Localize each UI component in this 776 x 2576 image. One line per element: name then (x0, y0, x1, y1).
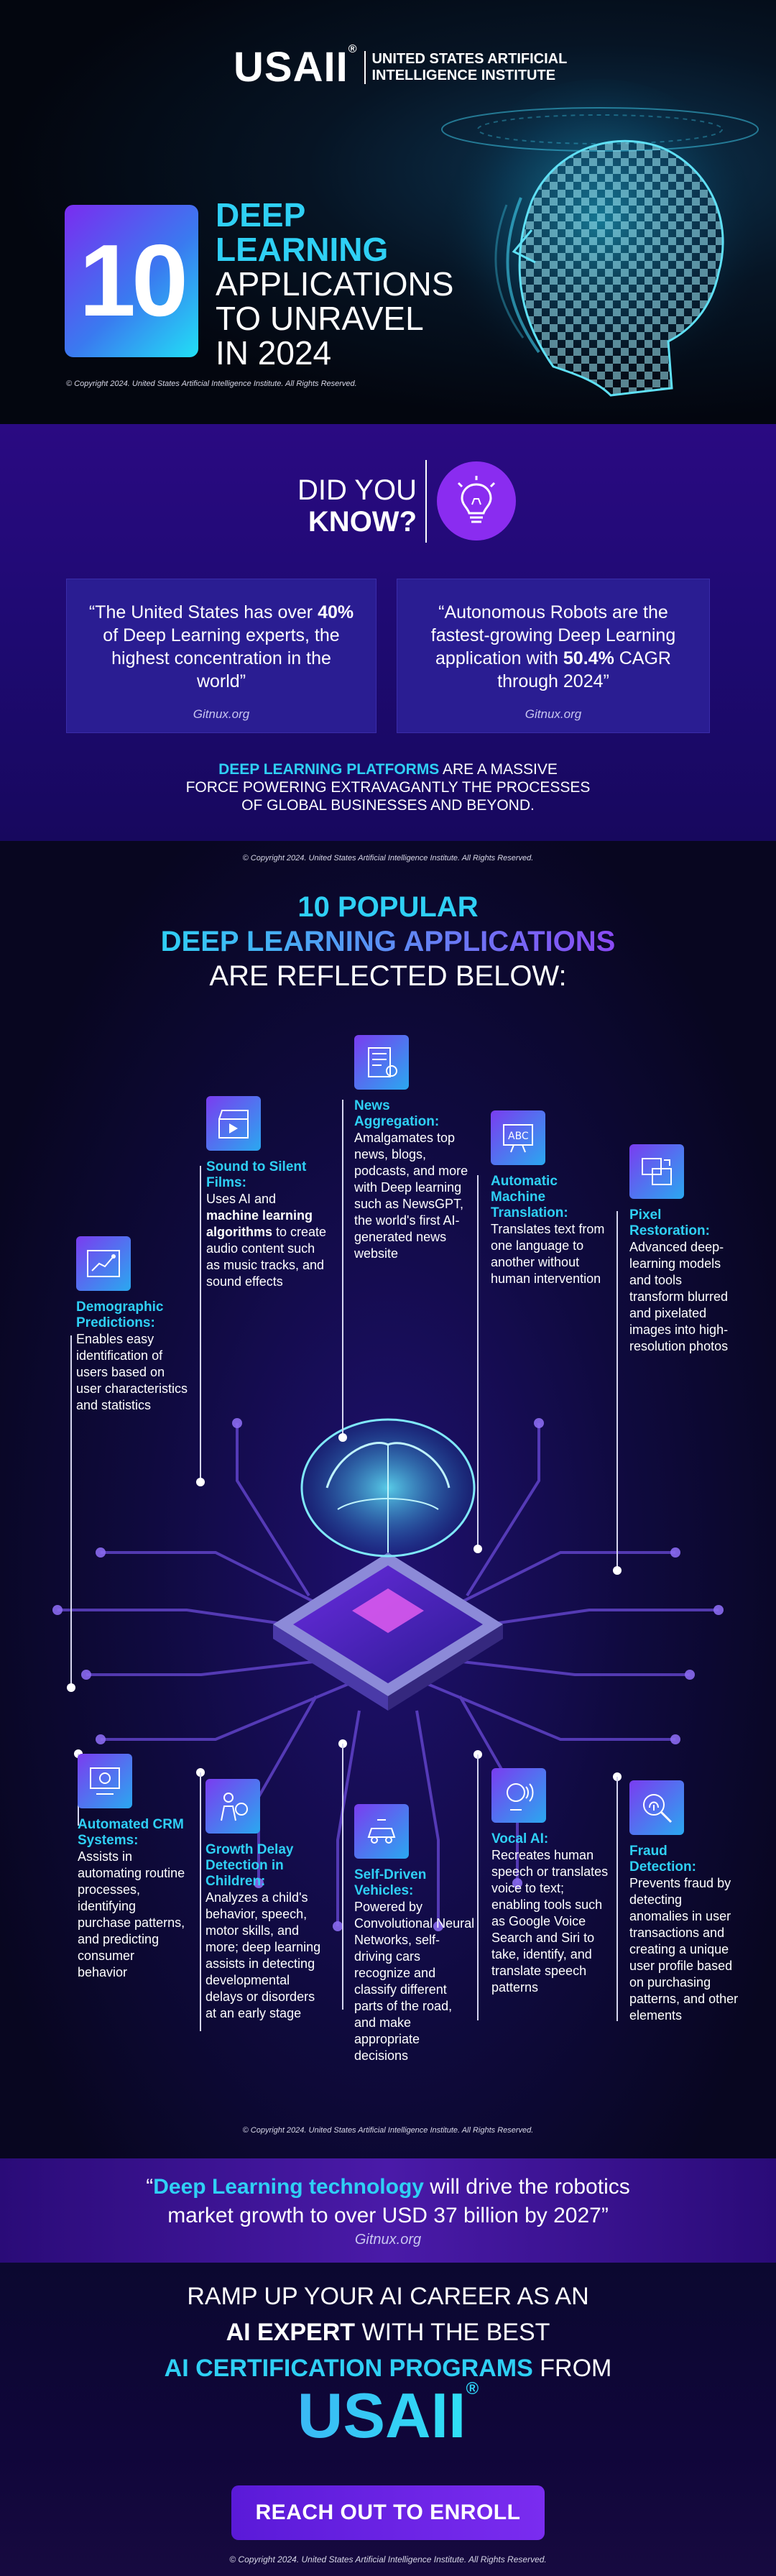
app-card-crm: Automated CRM Systems: Assists in automa… (78, 1754, 185, 1981)
lightbulb-icon (437, 461, 516, 540)
connector-line (616, 1777, 618, 2021)
did-you-know-section: DID YOU KNOW? “The United States has ove… (0, 424, 776, 841)
did-you-know-title: DID YOU KNOW? (297, 474, 417, 538)
app-title: Growth Delay Detection in Children: (205, 1842, 294, 1889)
stat-card-robots: “Autonomous Robots are the fastest-growi… (397, 579, 710, 733)
app-title: News Aggregation: (354, 1098, 440, 1129)
platforms-statement: DEEP LEARNING PLATFORMS ARE A MASSIVE FO… (185, 761, 591, 814)
app-card-sound-to-silent-films: Sound to Silent Films: Uses AI and machi… (206, 1096, 332, 1290)
brain-chip-illustration (52, 1418, 724, 1931)
connector-dot (196, 1478, 205, 1486)
app-description: Analyzes a child's behavior, speech, mot… (205, 1890, 321, 2020)
film-clapper-icon (206, 1096, 261, 1151)
crm-gear-icon (78, 1754, 132, 1808)
cta-section: RAMP UP YOUR AI CAREER AS AN AI EXPERT W… (0, 2263, 776, 2576)
app-title: Self-Driven Vehicles: (354, 1867, 427, 1898)
apps-copyright: © Copyright 2024. United States Artifici… (242, 2126, 534, 2135)
svg-text:ABC: ABC (508, 1131, 529, 1142)
connector-line (200, 1772, 201, 2031)
footer-copyright: © Copyright 2024. United States Artifici… (229, 2554, 547, 2564)
applications-title: 10 POPULAR DEEP LEARNING APPLICATIONS AR… (160, 891, 616, 992)
robotics-quote-banner: “Deep Learning technology will drive the… (0, 2158, 776, 2263)
apps-top-copyright: © Copyright 2024. United States Artifici… (242, 854, 534, 862)
connector-line (477, 1754, 479, 2020)
app-title: Automated CRM Systems: (78, 1817, 184, 1848)
connector-dot (474, 1545, 482, 1553)
hero-number-badge: 10 (65, 205, 198, 357)
hero-copyright: © Copyright 2024. United States Artifici… (66, 380, 357, 388)
quote-source: Gitnux.org (525, 707, 582, 721)
app-description: Enables easy identification of users bas… (76, 1332, 188, 1412)
app-title: Sound to Silent Films: (206, 1159, 307, 1190)
connector-line (70, 1335, 72, 1688)
connector-line (342, 1744, 343, 2010)
hero-title: DEEP LEARNING APPLICATIONS TO UNRAVEL IN… (216, 196, 454, 372)
translate-screen-icon: ABC (491, 1110, 545, 1165)
app-card-demographic: Demographic Predictions: Enables easy id… (76, 1236, 191, 1414)
app-description: Uses AI and machine learning algorithms … (206, 1192, 327, 1289)
app-description: Powered by Convolutional Neural Networks… (354, 1900, 475, 2063)
connector-line (200, 1166, 201, 1482)
app-card-self-driven-vehicles: Self-Driven Vehicles: Powered by Convolu… (354, 1804, 476, 2064)
app-description: Amalgamates top news, blogs, podcasts, a… (354, 1131, 468, 1261)
news-gear-icon (354, 1035, 409, 1090)
quote-source: Gitnux.org (354, 2232, 422, 2248)
app-description: Recreates human speech or translates voi… (491, 1848, 609, 1995)
connector-line (616, 1211, 618, 1570)
reach-out-to-enroll-button[interactable]: REACH OUT TO ENROLL (231, 2485, 545, 2540)
chart-person-icon (76, 1236, 131, 1291)
quote-source: Gitnux.org (193, 707, 250, 721)
connector-dot (613, 1566, 622, 1575)
connector-dot (338, 1433, 347, 1442)
robotics-quote: “Deep Learning technology will drive the… (146, 2175, 630, 2227)
app-title: Vocal AI: (491, 1831, 549, 1846)
app-title: Fraud Detection: (629, 1844, 696, 1874)
app-card-machine-translation: ABC Automatic Machine Translation: Trans… (491, 1110, 606, 1287)
image-restore-icon (629, 1144, 684, 1199)
app-card-news-aggregation: News Aggregation: Amalgamates top news, … (354, 1035, 476, 1262)
app-card-fraud-detection: Fraud Detection: Prevents fraud by detec… (629, 1780, 741, 2024)
voice-ai-icon (491, 1768, 546, 1823)
stat-card-experts: “The United States has over 40% of Deep … (66, 579, 377, 733)
app-title: Pixel Restoration: (629, 1208, 710, 1238)
app-title: Automatic Machine Translation: (491, 1174, 568, 1220)
cta-logo: USAII® (297, 2379, 479, 2451)
app-card-pixel-restoration: Pixel Restoration: Advanced deep-learnin… (629, 1144, 737, 1355)
app-card-growth-delay: Growth Delay Detection in Children: Anal… (205, 1779, 328, 2022)
child-growth-icon (205, 1779, 260, 1834)
app-title: Demographic Predictions: (76, 1300, 164, 1330)
brand-logo: USAII® (234, 43, 358, 91)
app-description: Advanced deep-learning models and tools … (629, 1240, 729, 1353)
app-card-vocal-ai: Vocal AI: Recreates human speech or tran… (491, 1768, 610, 1996)
ai-head-illustration (441, 79, 759, 397)
cta-headline: RAMP UP YOUR AI CAREER AS AN AI EXPERT W… (164, 2283, 612, 2382)
self-driving-car-icon (354, 1804, 409, 1859)
connector-line (477, 1175, 479, 1549)
app-description: Prevents fraud by detecting anomalies in… (629, 1876, 739, 2023)
app-description: Translates text from one language to ano… (491, 1222, 605, 1286)
title-divider (425, 460, 427, 543)
applications-section: © Copyright 2024. United States Artifici… (0, 841, 776, 2158)
fingerprint-search-icon (629, 1780, 684, 1835)
connector-dot (67, 1683, 75, 1692)
connector-line (342, 1100, 343, 1438)
app-description: Assists in automating routine processes,… (78, 1849, 185, 1979)
